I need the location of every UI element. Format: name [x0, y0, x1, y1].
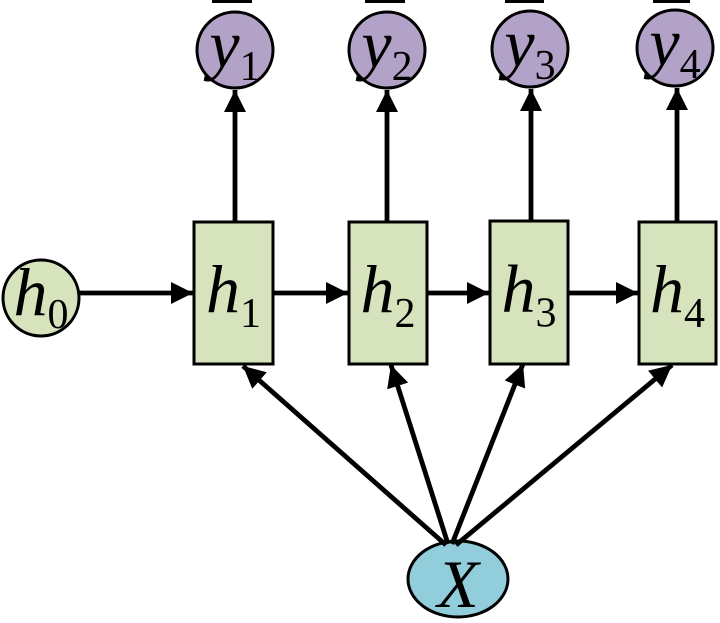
cropped-arrow-stub-3 — [505, 0, 544, 3]
h4-box — [637, 220, 718, 366]
node-h2: h2 — [347, 220, 429, 366]
y4-circle — [635, 8, 715, 88]
h3-label: h3 — [502, 251, 557, 337]
y3-label: y3 — [498, 5, 555, 89]
arrow-x-h2 — [387, 364, 451, 545]
y1-circle — [195, 10, 275, 90]
node-h0: h0 — [1, 254, 81, 338]
y2-label: y2 — [355, 6, 412, 90]
node-h4: h4 — [637, 220, 718, 366]
node-y2: y2 — [347, 6, 427, 90]
node-x: X — [406, 539, 510, 622]
h4-label: h4 — [650, 251, 705, 337]
x-label: X — [434, 546, 481, 622]
cropped-arrow-stub-2 — [365, 0, 405, 3]
node-y1: y1 — [195, 6, 275, 90]
node-y3: y3 — [490, 5, 570, 89]
h2-box — [347, 220, 429, 366]
arrow-x-h1 — [241, 364, 448, 547]
y3-circle — [490, 9, 570, 89]
y1-label: y1 — [203, 6, 260, 90]
node-y4: y4 — [635, 4, 715, 88]
h0-circle — [1, 258, 81, 338]
node-h1: h1 — [192, 220, 275, 366]
y4-label: y4 — [643, 4, 700, 88]
h2-label: h2 — [361, 251, 416, 337]
h1-box — [192, 220, 275, 366]
arrow-x-h3 — [449, 363, 526, 545]
cropped-arrow-stub-1 — [212, 0, 252, 3]
h1-label: h1 — [206, 251, 261, 337]
node-h3: h3 — [488, 219, 570, 366]
arrow-x-h4 — [454, 363, 674, 547]
y2-circle — [347, 10, 427, 90]
cropped-arrow-stub-4 — [653, 0, 690, 3]
h0-label: h0 — [14, 254, 69, 338]
